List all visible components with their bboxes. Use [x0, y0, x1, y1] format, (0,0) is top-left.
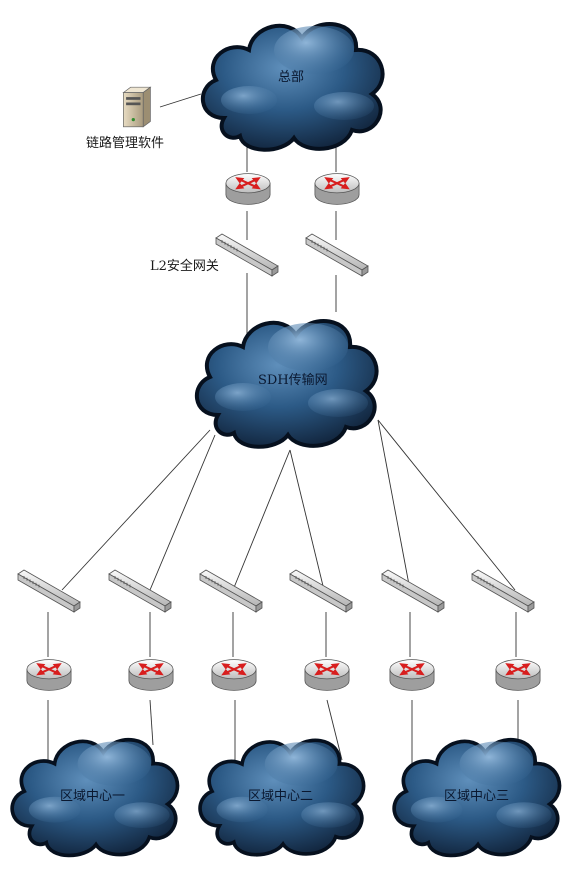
router-icon — [313, 172, 361, 206]
region1-label: 区域中心一 — [60, 789, 125, 804]
region2-cloud: 区域中心二 — [198, 738, 366, 857]
hq-cloud: 总部 — [200, 22, 385, 152]
security-gateway-icon — [17, 569, 81, 613]
security-gateway-icon — [108, 569, 172, 613]
region1-cloud: 区域中心一 — [10, 737, 180, 858]
gateway-label: L2安全网关 — [150, 258, 219, 274]
router-icon — [388, 658, 436, 692]
region3-label: 区域中心三 — [444, 789, 509, 804]
sdh-label: SDH传输网 — [258, 372, 328, 388]
router-icon — [210, 658, 258, 692]
region2-label: 区域中心二 — [248, 789, 313, 804]
router-icon — [224, 172, 272, 206]
router-icon — [303, 658, 351, 692]
connection-lines — [47, 93, 519, 775]
region3-cloud: 区域中心三 — [392, 737, 562, 858]
security-gateway-icon — [381, 569, 445, 613]
sdh-cloud: SDH传输网 — [197, 321, 377, 447]
security-gateway-icon — [471, 569, 535, 613]
hq-label: 总部 — [278, 70, 304, 85]
software-label: 链路管理软件 — [86, 135, 164, 151]
router-icon — [494, 658, 542, 692]
security-gateway-icon — [215, 233, 279, 277]
security-gateway-icon — [199, 569, 263, 613]
network-cloud-icon — [200, 22, 385, 152]
router-icon — [127, 658, 175, 692]
router-icon — [25, 658, 73, 692]
server-icon — [122, 86, 151, 128]
security-gateway-icon — [305, 233, 369, 277]
